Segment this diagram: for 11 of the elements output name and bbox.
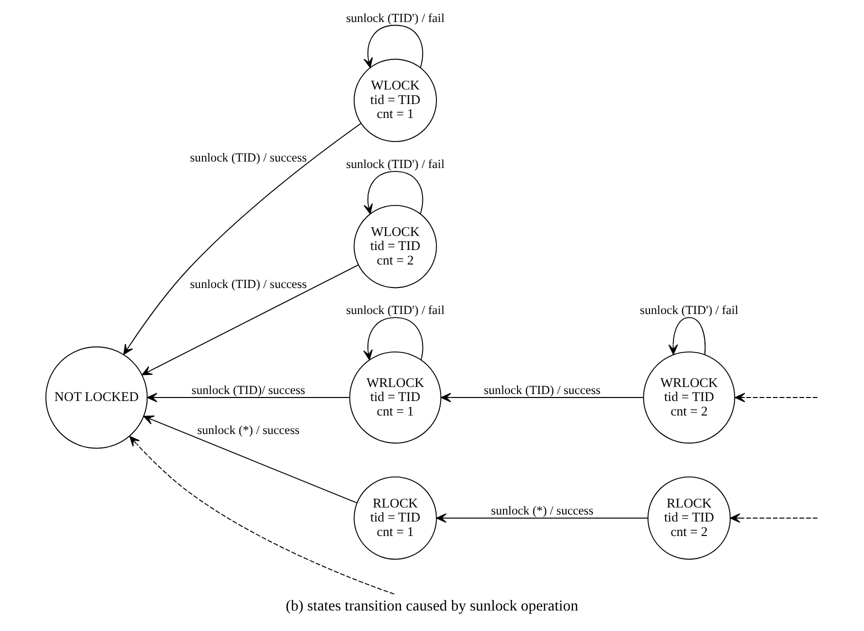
caption: (b) states transition caused by sunlock operation <box>286 597 578 614</box>
edge-label: sunlock (TID) / success <box>190 150 307 165</box>
edge-label: sunlock (TID) / success <box>484 383 601 398</box>
edge-label: sunlock (TID') / fail <box>346 303 445 318</box>
edge-label: sunlock (*) / success <box>197 422 300 437</box>
edge-label: sunlock (TID') / fail <box>346 10 445 25</box>
edge-label: sunlock (TID') / fail <box>640 303 738 318</box>
edge-label: sunlock (TID) / success <box>190 276 307 291</box>
edge-label: sunlock (TID)/ success <box>192 383 306 398</box>
edge-label: sunlock (*) / success <box>491 504 594 518</box>
edge-label: sunlock (TID') / fail <box>346 157 445 172</box>
